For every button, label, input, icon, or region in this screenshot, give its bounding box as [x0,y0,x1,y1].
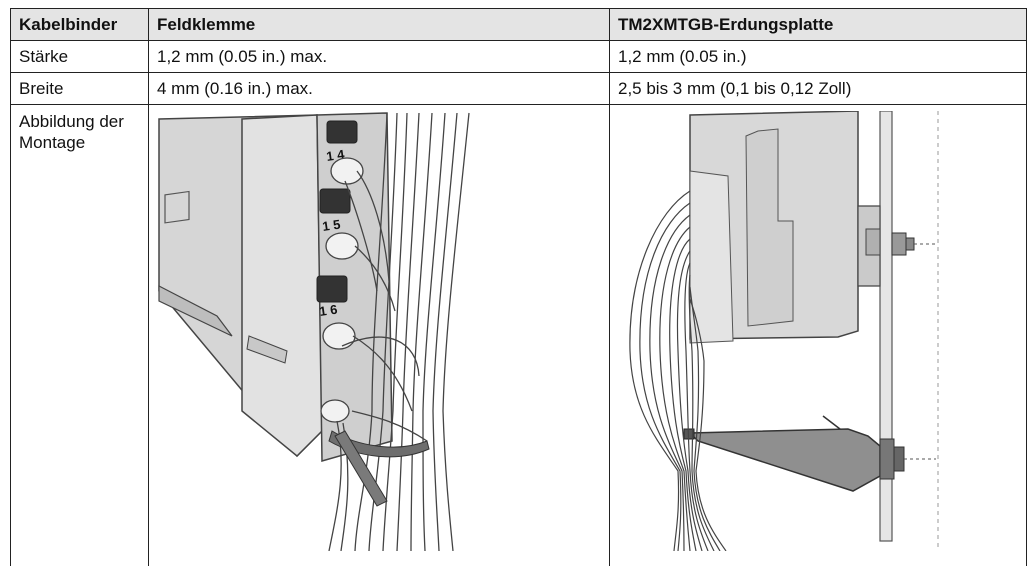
table-row-width: Breite 4 mm (0.16 in.) max. 2,5 bis 3 mm… [10,72,1027,105]
table-row-illustration: Abbildung der Montage [10,104,1027,566]
header-grounding-plate: TM2XMTGB-Erdungsplatte [609,8,1027,41]
table-row-thickness: Stärke 1,2 mm (0.05 in.) max. 1,2 mm (0.… [10,40,1027,73]
cell-width-field-clamp: 4 mm (0.16 in.) max. [148,72,610,105]
terminal-number-16: 1 6 [318,302,338,319]
cell-illustration-field-clamp: 1 4 1 5 1 6 [148,104,610,566]
cell-width-grounding-plate: 2,5 bis 3 mm (0,1 bis 0,12 Zoll) [609,72,1027,105]
row-label-width: Breite [10,72,149,105]
grounding-plate-illustration [629,111,939,551]
cell-thickness-field-clamp: 1,2 mm (0.05 in.) max. [148,40,610,73]
field-clamp-illustration: 1 4 1 5 1 6 [158,112,470,551]
terminal-number-15: 1 5 [321,217,341,234]
header-cable-tie: Kabelbinder [10,8,149,41]
header-row: Kabelbinder Feldklemme TM2XMTGB-Erdungsp… [10,8,1027,41]
spec-table: Kabelbinder Feldklemme TM2XMTGB-Erdungsp… [10,8,1027,566]
grounding-plate [688,428,881,492]
cell-illustration-grounding-plate [609,104,1027,566]
header-field-clamp: Feldklemme [148,8,610,41]
row-label-thickness: Stärke [10,40,149,73]
row-label-illustration: Abbildung der Montage [10,104,149,566]
cell-thickness-grounding-plate: 1,2 mm (0.05 in.) [609,40,1027,73]
